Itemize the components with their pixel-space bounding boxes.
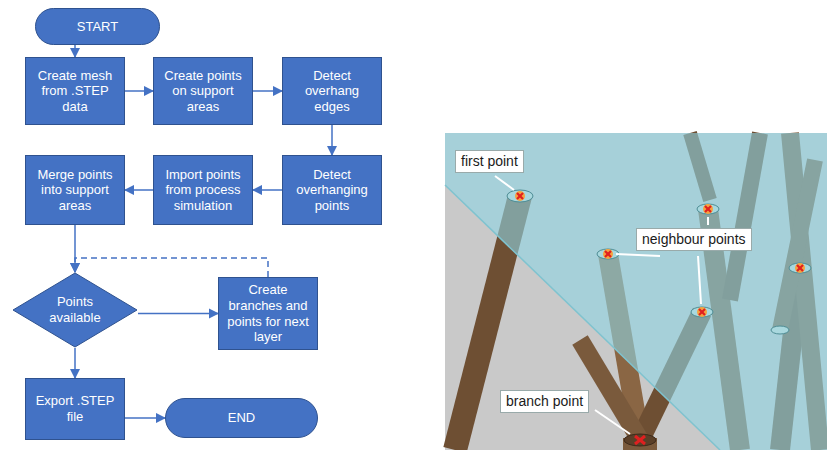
- flow-arrow: [74, 45, 76, 57]
- flow-arrow: [125, 189, 153, 191]
- flow-arrow: [125, 417, 165, 419]
- process-box: Import points from process simulation: [153, 155, 253, 225]
- flow-arrow: [331, 125, 333, 155]
- loop-back-arrow: [75, 258, 268, 277]
- process-box: Create branches and points for next laye…: [218, 277, 318, 350]
- node-text: Detect overhang edges: [287, 68, 377, 115]
- branch-point-cap: [624, 434, 656, 446]
- branch-caps: [507, 190, 811, 334]
- start-terminal: START: [35, 8, 160, 45]
- process-box: Detect overhanging points: [282, 155, 382, 225]
- node-text: Create mesh from .STEP data: [30, 68, 120, 115]
- flow-arrow: [74, 348, 76, 378]
- process-box: Create points on support areas: [153, 57, 253, 125]
- node-text: Create points on support areas: [158, 68, 248, 115]
- node-text: Import points from process simulation: [158, 167, 248, 214]
- decision-diamond: Points available: [12, 272, 138, 348]
- process-box: Detect overhang edges: [282, 57, 382, 125]
- node-text: Export .STEP file: [30, 393, 120, 424]
- process-box: Merge points into support areas: [25, 155, 125, 225]
- slice-plane: [445, 133, 827, 450]
- node-text: Detect overhanging points: [287, 167, 377, 214]
- node-text: END: [228, 410, 255, 426]
- flow-arrow: [138, 313, 218, 315]
- callout-label: branch point: [500, 390, 589, 413]
- node-text: Create branches and points for next laye…: [223, 282, 313, 344]
- process-box: Create mesh from .STEP data: [25, 57, 125, 125]
- flow-arrow: [253, 90, 282, 92]
- node-text: Points available: [38, 294, 112, 325]
- leader-lines: [495, 176, 708, 434]
- flow-arrow: [74, 225, 76, 272]
- callout-label: neighbour points: [636, 228, 752, 251]
- flow-arrow: [125, 90, 153, 92]
- flow-arrow: [253, 189, 282, 191]
- build-plate-ground: [445, 133, 827, 450]
- plane-edge: [445, 185, 720, 450]
- process-box: Export .STEP file: [25, 378, 125, 440]
- callout-label: first point: [455, 150, 524, 173]
- end-terminal: END: [165, 398, 318, 438]
- node-text: Merge points into support areas: [30, 167, 120, 214]
- node-text: START: [77, 19, 118, 35]
